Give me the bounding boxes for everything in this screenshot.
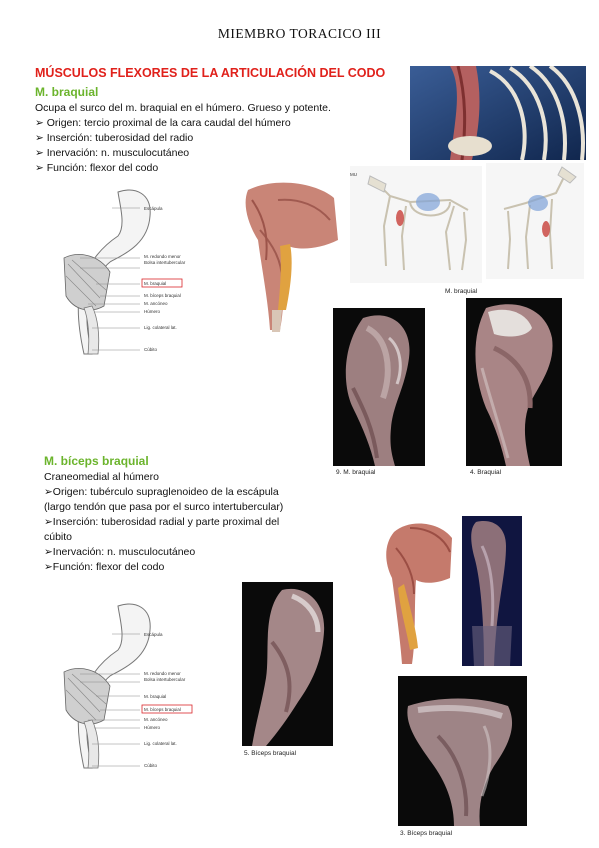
horse-skeleton-front-image — [486, 163, 584, 279]
diagram-label: M. ancóneo — [144, 301, 168, 306]
braquial-line-diagram: Escápula M. redondo menor Bolsa intertub… — [40, 186, 228, 358]
braquial-dissection-photo-2 — [466, 298, 562, 466]
biceps-line-diagram: Escápula M. redondo menor Bolsa intertub… — [40, 600, 228, 772]
braquial-photo2-caption: 4. Braquial — [470, 469, 502, 476]
diagram-label: Húmero — [144, 309, 161, 314]
highlight-box — [141, 278, 183, 288]
diagram-label: Cúbito — [144, 347, 158, 352]
diagram-label: M. ancóneo — [144, 717, 168, 722]
biceps-text-block: Craneomedial al húmero ➢Origen: tubércul… — [44, 470, 283, 575]
diagram-label: Bolsa intertubercular — [144, 677, 186, 682]
biceps-line: Craneomedial al húmero — [44, 471, 159, 483]
biceps-heading: M. bíceps braquial — [44, 454, 149, 468]
horse-skeleton-lateral-image: MU — [350, 166, 482, 283]
diagram-label: Escápula — [144, 206, 163, 211]
top-right-render-image — [410, 66, 586, 160]
skeleton-small-label: MU — [350, 172, 357, 177]
diagram-label: M. braquial — [144, 694, 166, 699]
biceps-dissection-photo-1 — [242, 582, 333, 746]
biceps-photo1-caption: 5. Bíceps braquial — [244, 750, 297, 757]
biceps-line: cúbito — [44, 531, 73, 543]
braquial-line: ➢ Origen: tercio proximal de la cara cau… — [35, 117, 291, 129]
diagram-label: Escápula — [144, 632, 163, 637]
diagram-label: Lig. colateral lat. — [144, 741, 177, 746]
braquial-dissection-photo-1 — [333, 308, 425, 466]
braquial-line: ➢ Inserción: tuberosidad del radio — [35, 132, 194, 144]
biceps-muscle-illustration — [380, 518, 456, 666]
diagram-label: M. braquial — [144, 281, 166, 286]
biceps-line: ➢Función: flexor del codo — [44, 561, 165, 573]
biceps-dark-photo — [462, 516, 522, 666]
diagram-label: M. bíceps braquial — [144, 293, 181, 298]
biceps-line: ➢Origen: tubérculo supraglenoideo de la … — [44, 486, 279, 498]
highlight-box — [141, 704, 193, 714]
biceps-dissection-photo-2 — [398, 676, 527, 826]
braquial-muscle-illustration — [238, 180, 340, 340]
diagram-label: M. bíceps braquial — [144, 707, 181, 712]
diagram-label: Bolsa intertubercular — [144, 260, 186, 265]
braquial-heading: M. braquial — [35, 85, 99, 99]
biceps-line: (largo tendón que pasa por el surco inte… — [44, 501, 284, 513]
braquial-photo1-caption: 9. M. braquial — [336, 469, 376, 476]
braquial-line: ➢ Inervación: n. musculocutáneo — [35, 147, 190, 159]
braquial-text-block: Ocupa el surco del m. braquial en el húm… — [35, 101, 331, 176]
diagram-label: Lig. colateral lat. — [144, 325, 177, 330]
diagram-label: Húmero — [144, 725, 161, 730]
braquial-line: ➢ Función: flexor del codo — [35, 162, 159, 174]
diagram-label: M. redondo menor — [144, 254, 181, 259]
diagram-label: Cúbito — [144, 763, 158, 768]
braquial-line: Ocupa el surco del m. braquial en el húm… — [35, 102, 331, 114]
biceps-line: ➢Inervación: n. musculocutáneo — [44, 546, 196, 558]
page-title: MIEMBRO TORACICO III — [217, 26, 382, 41]
section-title: MÚSCULOS FLEXORES DE LA ARTICULACIÓN DEL… — [35, 66, 386, 80]
biceps-line: ➢Inserción: tuberosidad radial y parte p… — [44, 516, 280, 528]
skeleton-caption: M. braquial — [445, 288, 478, 295]
diagram-label: M. redondo menor — [144, 671, 181, 676]
biceps-photo2-caption: 3. Bíceps braquial — [400, 830, 453, 837]
